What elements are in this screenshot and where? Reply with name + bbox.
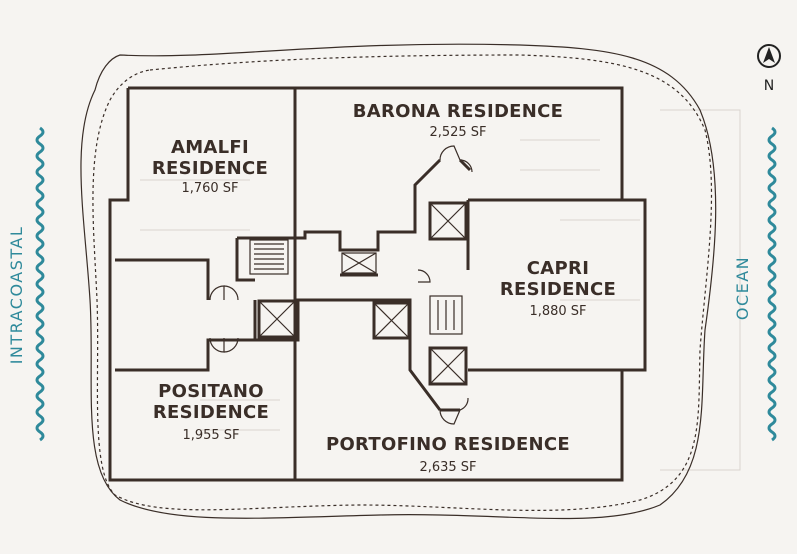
elevator-box <box>372 301 411 340</box>
doors <box>209 145 473 425</box>
residence-capri: CAPRI RESIDENCE 1,880 SF <box>500 258 616 319</box>
stairs <box>249 239 463 335</box>
residence-barona: BARONA RESIDENCE 2,525 SF <box>353 101 564 140</box>
north-arrow-icon <box>757 44 781 68</box>
north-label: N <box>764 78 774 94</box>
intracoastal-wave-icon <box>35 126 45 442</box>
residence-title: PORTOFINO RESIDENCE <box>326 434 570 455</box>
ocean-label: OCEAN <box>733 256 752 320</box>
residence-amalfi: AMALFI RESIDENCE 1,760 SF <box>152 137 268 196</box>
residence-area: 1,880 SF <box>529 304 586 319</box>
residence-title: CAPRI <box>527 258 589 279</box>
building-walls <box>108 86 647 482</box>
residence-portofino: PORTOFINO RESIDENCE 2,635 SF <box>326 434 570 475</box>
site-outline <box>80 43 717 520</box>
residence-area: 2,635 SF <box>419 460 476 475</box>
ocean-wave-icon <box>767 126 777 442</box>
residence-area: 1,955 SF <box>182 428 239 443</box>
residence-area: 1,760 SF <box>181 181 238 196</box>
elevator-box <box>428 346 468 386</box>
elevators <box>257 201 468 386</box>
residence-title: AMALFI <box>171 137 249 158</box>
residence-area: 2,525 SF <box>429 125 486 140</box>
elevator-box <box>341 252 377 274</box>
elevator-box <box>428 201 468 241</box>
intracoastal-label: INTRACOASTAL <box>7 226 26 365</box>
site-outline-dashed <box>92 54 713 511</box>
residence-title: RESIDENCE <box>153 402 269 423</box>
residence-title: RESIDENCE <box>500 279 616 300</box>
residence-positano: POSITANO RESIDENCE 1,955 SF <box>153 381 269 443</box>
residence-title: POSITANO <box>158 381 264 402</box>
residence-title: BARONA RESIDENCE <box>353 101 564 122</box>
residence-title: RESIDENCE <box>152 158 268 179</box>
elevator-box <box>257 299 297 339</box>
